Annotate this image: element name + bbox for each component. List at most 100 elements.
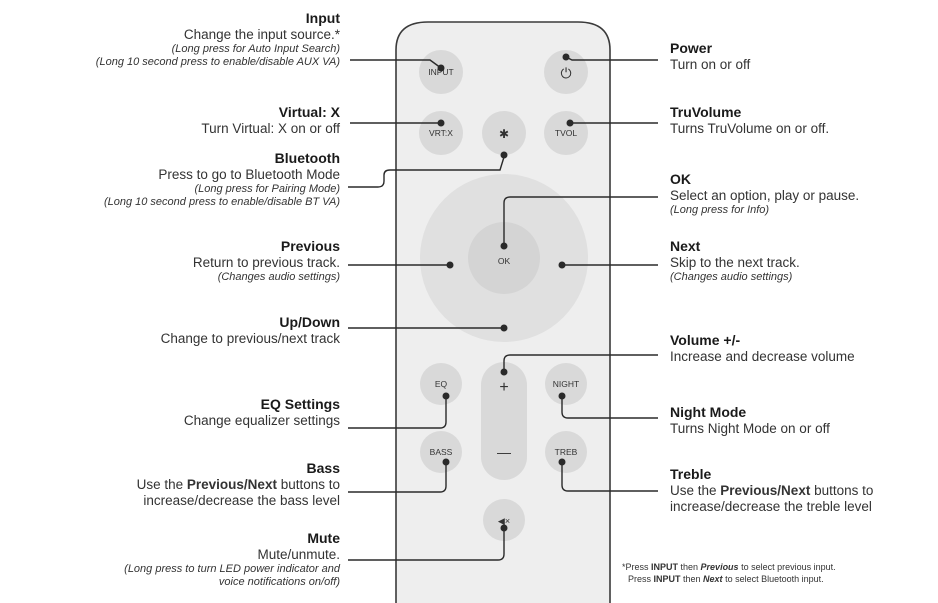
label-volume: Volume +/- Increase and decrease volume bbox=[670, 332, 855, 365]
treb-button-label: TREB bbox=[555, 447, 578, 457]
label-updown-desc: Change to previous/next track bbox=[160, 331, 340, 346]
label-treble-desc: Use the Previous/Next buttons to bbox=[670, 483, 873, 499]
label-volume-title: Volume +/- bbox=[670, 332, 741, 348]
ok-button-label: OK bbox=[498, 256, 511, 266]
label-eq-title: EQ Settings bbox=[260, 396, 340, 412]
mute-button[interactable] bbox=[483, 499, 525, 541]
label-bass-title: Bass bbox=[306, 460, 340, 476]
label-bluetooth-note2: (Long 10 second press to enable/disable … bbox=[103, 196, 340, 208]
label-treble: Treble Use the Previous/Next buttons to … bbox=[670, 466, 873, 515]
footnote: *Press INPUT then Previous to select pre… bbox=[622, 561, 836, 585]
label-bass-desc-pre: Use the bbox=[136, 477, 187, 492]
leader-input bbox=[350, 59, 442, 69]
label-bass: Bass Use the Previous/Next buttons to in… bbox=[137, 460, 340, 509]
vrtx-button-label: VRT:X bbox=[429, 128, 453, 138]
vrtx-button[interactable] bbox=[419, 111, 463, 155]
input-button-label: INPUT bbox=[428, 67, 454, 77]
label-treble-desc2: increase/decrease the treble level bbox=[670, 499, 872, 514]
label-treble-desc-post: buttons to bbox=[810, 483, 874, 498]
label-next-desc: Skip to the next track. bbox=[670, 255, 800, 270]
label-virtual-title: Virtual: X bbox=[278, 104, 340, 120]
label-treble-desc-bold: Previous/Next bbox=[720, 483, 811, 498]
ok-button[interactable] bbox=[468, 222, 540, 294]
label-power-title: Power bbox=[670, 40, 713, 56]
treb-button[interactable] bbox=[545, 431, 587, 473]
leader-treble bbox=[561, 462, 658, 492]
label-ok-title: OK bbox=[670, 171, 691, 187]
power-button[interactable] bbox=[544, 50, 588, 94]
label-eq-desc: Change equalizer settings bbox=[183, 413, 340, 428]
leader-bluetooth bbox=[348, 156, 505, 188]
label-treble-title: Treble bbox=[670, 466, 712, 482]
label-eq: EQ Settings Change equalizer settings bbox=[184, 396, 340, 429]
tvol-button-label: TVOL bbox=[555, 128, 577, 138]
label-night-desc: Turns Night Mode on or off bbox=[670, 421, 830, 436]
label-input: Input Change the input source.* (Long pr… bbox=[96, 10, 340, 69]
label-truvolume-desc: Turns TruVolume on or off. bbox=[670, 121, 830, 136]
volume-rocker[interactable] bbox=[481, 362, 527, 480]
label-input-note1: (Long press for Auto Input Search) bbox=[171, 43, 340, 55]
label-next: Next Skip to the next track. (Changes au… bbox=[670, 238, 800, 284]
mute-icon: ◀× bbox=[498, 516, 510, 526]
label-bluetooth-title: Bluetooth bbox=[274, 150, 340, 166]
label-next-title: Next bbox=[670, 238, 701, 254]
label-input-title: Input bbox=[305, 10, 340, 26]
night-button[interactable] bbox=[545, 363, 587, 405]
label-mute-desc: Mute/unmute. bbox=[257, 547, 340, 562]
bluetooth-button[interactable] bbox=[482, 111, 526, 155]
label-virtual-desc: Turn Virtual: X on or off bbox=[201, 121, 340, 136]
footnote-line1: *Press INPUT then Previous to select pre… bbox=[622, 562, 836, 572]
label-updown-title: Up/Down bbox=[279, 314, 340, 330]
label-ok: OK Select an option, play or pause. (Lon… bbox=[670, 171, 859, 217]
leader-mute bbox=[348, 530, 505, 561]
label-bluetooth-desc: Press to go to Bluetooth Mode bbox=[158, 167, 340, 182]
label-mute-note1: (Long press to turn LED power indicator … bbox=[124, 563, 340, 575]
eq-button[interactable] bbox=[420, 363, 462, 405]
label-night: Night Mode Turns Night Mode on or off bbox=[670, 404, 830, 437]
label-bluetooth: Bluetooth Press to go to Bluetooth Mode … bbox=[104, 150, 340, 209]
bluetooth-icon: ✱ bbox=[499, 127, 509, 141]
eq-button-label: EQ bbox=[435, 379, 448, 389]
label-volume-desc: Increase and decrease volume bbox=[670, 349, 855, 364]
label-night-title: Night Mode bbox=[670, 404, 747, 420]
label-mute: Mute Mute/unmute. (Long press to turn LE… bbox=[124, 530, 340, 589]
label-power-desc: Turn on or off bbox=[670, 57, 751, 72]
label-treble-desc-pre: Use the bbox=[670, 483, 721, 498]
bass-button[interactable] bbox=[420, 431, 462, 473]
label-previous-note1: (Changes audio settings) bbox=[217, 271, 340, 283]
label-previous-title: Previous bbox=[280, 238, 340, 254]
leader-dots bbox=[437, 53, 574, 532]
label-updown: Up/Down Change to previous/next track bbox=[161, 314, 340, 347]
label-bass-desc2: increase/decrease the bass level bbox=[143, 493, 340, 508]
label-bass-desc-post: buttons to bbox=[276, 477, 340, 492]
label-input-desc: Change the input source.* bbox=[183, 27, 340, 42]
power-icon: ⏻ bbox=[560, 65, 571, 81]
label-ok-note1: (Long press for Info) bbox=[670, 204, 770, 216]
label-bass-desc: Use the Previous/Next buttons to bbox=[137, 477, 340, 493]
label-bluetooth-note1: (Long press for Pairing Mode) bbox=[194, 183, 340, 195]
label-input-note2: (Long 10 second press to enable/disable … bbox=[95, 56, 340, 68]
night-button-label: NIGHT bbox=[553, 379, 579, 389]
label-previous: Previous Return to previous track. (Chan… bbox=[193, 238, 340, 284]
label-mute-note2: voice notifications on/off) bbox=[218, 576, 340, 588]
volume-down-icon: — bbox=[497, 444, 511, 460]
footnote-line2: Press INPUT then Next to select Bluetoot… bbox=[628, 574, 824, 584]
label-truvolume: TruVolume Turns TruVolume on or off. bbox=[670, 104, 829, 137]
bass-button-label: BASS bbox=[430, 447, 453, 457]
leader-volume bbox=[503, 354, 658, 372]
label-mute-title: Mute bbox=[307, 530, 340, 546]
leader-ok bbox=[503, 196, 658, 246]
leader-night bbox=[561, 396, 658, 419]
label-bass-desc-bold: Previous/Next bbox=[186, 477, 277, 492]
leader-bass bbox=[348, 464, 447, 493]
label-ok-desc: Select an option, play or pause. bbox=[670, 188, 860, 203]
label-previous-desc: Return to previous track. bbox=[192, 255, 340, 270]
label-next-note1: (Changes audio settings) bbox=[670, 271, 793, 283]
label-truvolume-title: TruVolume bbox=[670, 104, 742, 120]
tvol-button[interactable] bbox=[544, 111, 588, 155]
volume-up-icon: + bbox=[499, 379, 508, 396]
leader-eq bbox=[348, 398, 447, 429]
label-virtual: Virtual: X Turn Virtual: X on or off bbox=[201, 104, 340, 137]
input-button[interactable] bbox=[419, 50, 463, 94]
